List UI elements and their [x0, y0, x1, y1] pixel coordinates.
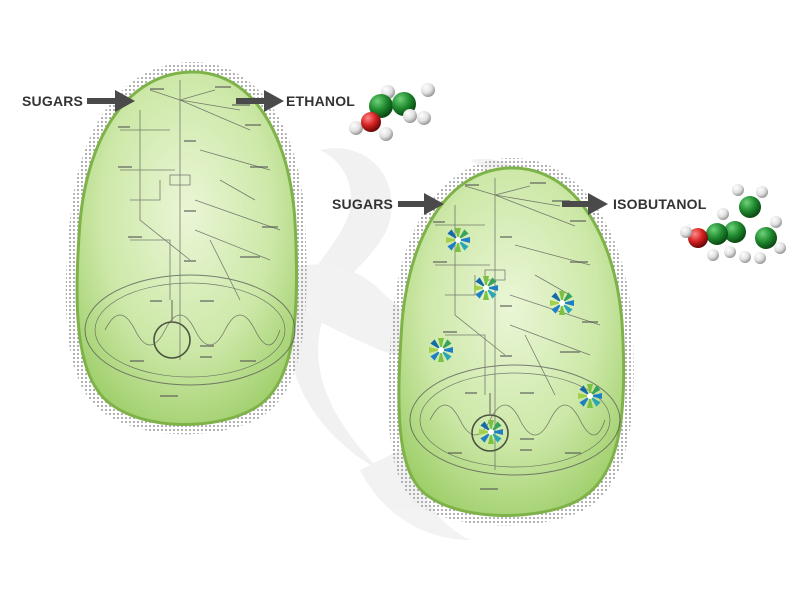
- arrow-right-icon: [87, 90, 135, 112]
- enzyme-pinwheel-icon: [429, 338, 453, 362]
- enzyme-pinwheel-icon: [550, 291, 574, 315]
- enzyme-pinwheel-icon: [479, 420, 503, 444]
- enzyme-pinwheel-icon: [474, 276, 498, 300]
- ethanol-output-label: ETHANOL: [286, 93, 356, 109]
- isobutanol-output-label: ISOBUTANOL: [613, 196, 707, 212]
- arrow-right-icon: [398, 193, 444, 215]
- pathway-text-noise-left: [118, 86, 278, 397]
- pathway-text-noise-right: [433, 182, 598, 490]
- arrow-right-icon: [562, 193, 608, 215]
- enzyme-pinwheel-icon: [446, 228, 470, 252]
- yeast-cell-left: [65, 61, 307, 435]
- sugars-input-label-left: SUGARS: [22, 93, 84, 109]
- enzyme-pinwheel-icon: [578, 384, 602, 408]
- cell-body-left: [75, 70, 299, 427]
- metabolic-pathway-left: [84, 80, 296, 386]
- metabolic-pathway-right: [409, 178, 621, 476]
- isobutanol-molecule-icon: [680, 184, 786, 264]
- yeast-cell-right: [388, 157, 634, 526]
- arrow-right-icon: [236, 90, 284, 112]
- ethanol-molecule-icon: [349, 83, 435, 141]
- sugars-input-label-right: SUGARS: [332, 196, 394, 212]
